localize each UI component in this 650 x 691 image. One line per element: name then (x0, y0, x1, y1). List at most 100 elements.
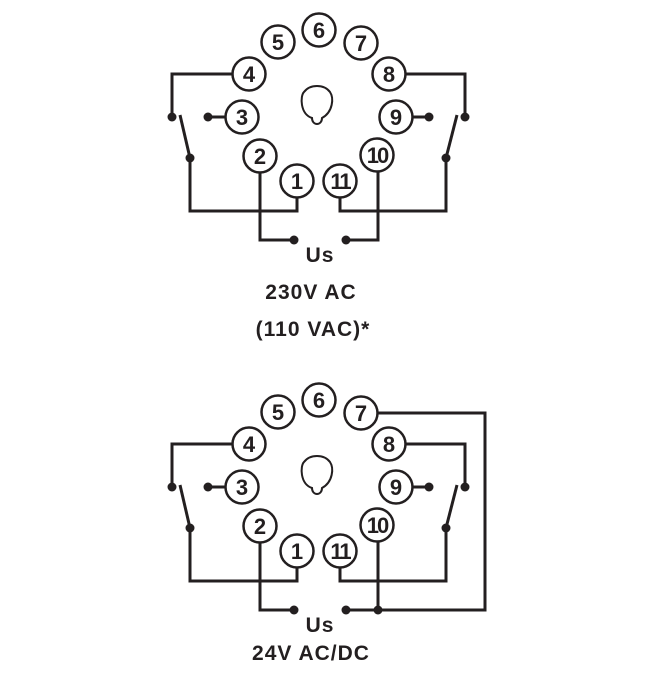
terminal-label: 9 (390, 105, 402, 130)
terminal-7: 7 (343, 25, 379, 61)
terminal-circle (231, 426, 267, 462)
terminal-circle (378, 99, 414, 135)
connection-dot (341, 605, 351, 615)
terminal-label: 10 (367, 143, 389, 168)
terminal-1: 1 (279, 533, 315, 569)
terminal-circle (260, 394, 296, 430)
terminal-circle (231, 56, 267, 92)
terminal-label: 6 (313, 18, 325, 43)
terminal-8: 8 (371, 56, 407, 92)
terminal-circle (378, 469, 414, 505)
relay-contact-right (444, 114, 459, 159)
connection-dot (373, 605, 383, 615)
terminal-6: 6 (301, 12, 337, 48)
wire (170, 442, 232, 487)
connection-dot (441, 523, 451, 533)
wire (258, 543, 294, 612)
connection-dot (203, 112, 213, 122)
terminal-label: 10 (367, 513, 389, 538)
terminal-3: 3 (224, 469, 260, 505)
terminal-9: 9 (378, 99, 414, 135)
terminal-4: 4 (231, 56, 267, 92)
connection-dot (424, 112, 434, 122)
terminal-label: 6 (313, 388, 325, 413)
terminal-label: 5 (272, 400, 284, 425)
terminal-label: 7 (355, 31, 367, 56)
terminal-circle (371, 426, 407, 462)
connection-dot (167, 482, 177, 492)
connection-dot (424, 482, 434, 492)
wire (170, 72, 232, 117)
voltage-note: (110 VAC)* (256, 318, 371, 341)
terminal-8: 8 (371, 426, 407, 462)
terminal-1: 1 (279, 163, 315, 199)
terminal-label: 11 (330, 169, 351, 194)
terminal-circle (242, 508, 278, 544)
connection-dot (167, 112, 177, 122)
supply-label: Us (306, 614, 335, 637)
supply-label: Us (306, 244, 335, 267)
connection-dot (341, 235, 351, 245)
terminal-circle (224, 99, 260, 135)
terminal-circle (242, 138, 278, 174)
terminal-circle (359, 507, 395, 543)
terminal-label: 1 (291, 169, 303, 194)
terminal-circle (371, 56, 407, 92)
terminal-label: 4 (243, 62, 256, 87)
terminal-label: 4 (243, 432, 256, 457)
connection-dot (185, 153, 195, 163)
wire (338, 528, 448, 583)
terminal-label: 2 (254, 144, 266, 169)
relay-contact-left (178, 114, 192, 159)
terminal-11: 11 (322, 163, 358, 199)
socket-key-icon (300, 85, 334, 125)
terminal-9: 9 (378, 469, 414, 505)
wire (406, 72, 467, 117)
connection-dot (185, 523, 195, 533)
relay-contact-left (178, 484, 192, 529)
terminal-circle (301, 12, 337, 48)
terminal-4: 4 (231, 426, 267, 462)
terminal-circle (343, 25, 379, 61)
wire (406, 442, 467, 487)
terminal-label: 8 (383, 432, 395, 457)
connection-dot (289, 235, 299, 245)
terminal-10: 10 (359, 507, 395, 543)
connection-dot (289, 605, 299, 615)
terminal-3: 3 (224, 99, 260, 135)
terminal-label: 3 (236, 105, 248, 130)
relay-contact-right (444, 484, 459, 529)
terminal-5: 5 (260, 24, 296, 60)
terminal-label: 2 (254, 514, 266, 539)
terminal-circle (260, 24, 296, 60)
terminal-label: 8 (383, 62, 395, 87)
terminal-7: 7 (343, 395, 379, 431)
terminal-circle (359, 137, 395, 173)
connection-dot (203, 482, 213, 492)
terminal-circle (301, 382, 337, 418)
wire (346, 172, 380, 242)
voltage-label: 230V AC (265, 281, 356, 304)
terminal-5: 5 (260, 394, 296, 430)
terminal-6: 6 (301, 382, 337, 418)
terminal-label: 5 (272, 30, 284, 55)
terminal-11: 11 (322, 533, 358, 569)
socket-key-icon (300, 455, 334, 495)
terminal-circle (343, 395, 379, 431)
terminal-2: 2 (242, 138, 278, 174)
wire (188, 528, 299, 583)
terminal-circle (224, 469, 260, 505)
wire (378, 411, 487, 612)
terminal-circle (322, 163, 358, 199)
terminal-10: 10 (359, 137, 395, 173)
terminal-2: 2 (242, 508, 278, 544)
terminal-label: 9 (390, 475, 402, 500)
wire (338, 158, 448, 213)
terminal-label: 7 (355, 401, 367, 426)
wire (258, 173, 294, 242)
connection-dot (441, 153, 451, 163)
terminal-label: 3 (236, 475, 248, 500)
